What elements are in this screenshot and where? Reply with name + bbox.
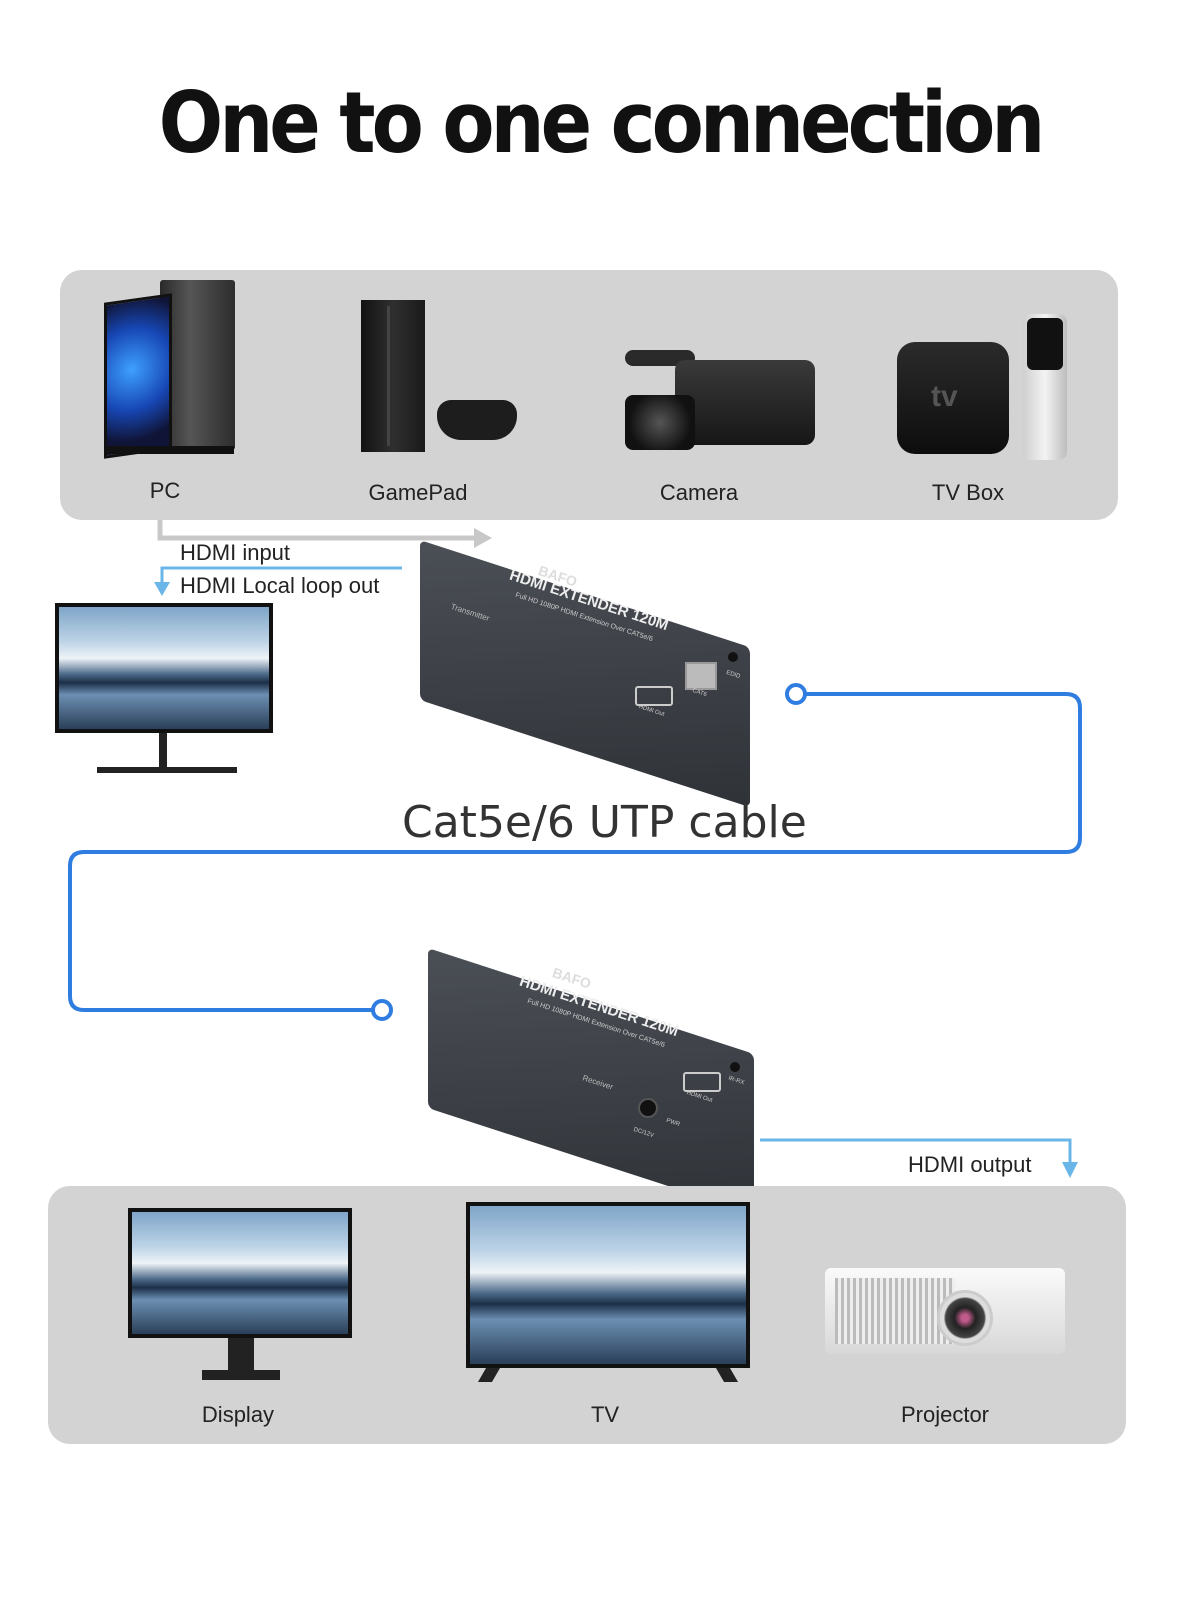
source-label-camera: Camera [659,480,739,505]
transmitter-rj45-port [685,662,717,690]
pc-tower-icon [100,280,240,459]
receiver-hdmi-port [683,1072,721,1092]
output-label-tv: TV [590,1402,620,1427]
loop-out-monitor-icon [55,603,275,773]
tv-box-icon: tv [895,310,1075,460]
receiver-unit: BAFO HDMI EXTENDER 120M Full HD 1080P HD… [428,948,758,1214]
source-label-gamepad: GamePad [368,480,468,505]
page-title: One to one connection [158,72,1046,173]
transmitter-unit: BAFO HDMI EXTENDER 120M Full HD 1080P HD… [420,540,755,808]
output-label-display: Display [201,1402,275,1427]
source-label-tv-box: TV Box [931,480,1005,505]
transmitter-edid-button [728,652,738,662]
transmitter-hdmi-port [635,686,673,706]
hdmi-output-label: HDMI output [908,1152,1032,1177]
monitor-icon [128,1208,353,1383]
projector-icon [825,1268,1070,1363]
output-label-projector: Projector [900,1402,990,1427]
source-label-pc: PC [149,478,181,503]
receiver-ir-port [730,1062,740,1072]
tv-icon [466,1202,751,1384]
hdmi-loop-out-label: HDMI Local loop out [180,573,380,598]
hdmi-input-label: HDMI input [180,540,291,565]
game-console-icon [355,300,525,460]
cable-label: Cat5e/6 UTP cable [402,797,807,848]
receiver-dc-jack [638,1098,658,1118]
camcorder-icon [615,320,820,455]
